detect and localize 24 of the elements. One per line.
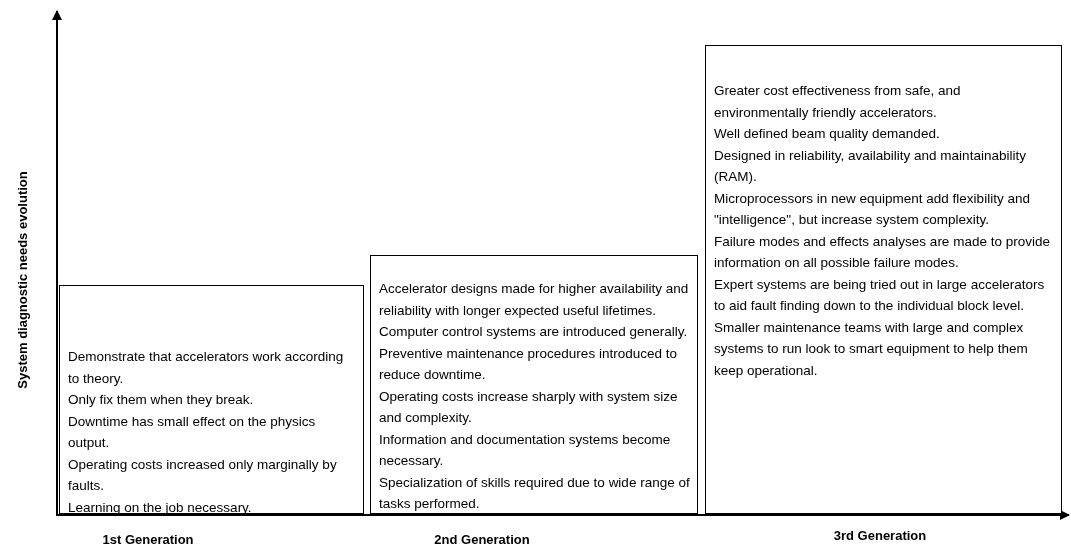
- axis-category-label: 3rd Generation: [833, 528, 927, 543]
- axis-category-label: 2nd Generation: [434, 532, 530, 547]
- box-text: Operating costs increase sharply with system size and complexity.: [379, 387, 679, 427]
- axis-title: System diagnostic needs evolution: [14, 171, 30, 389]
- box-text: Computer control systems are introduced generally.: [379, 323, 689, 341]
- box-text: Specialization of skills required due to wide range of tasks performed.: [379, 473, 691, 513]
- box-text: Preventive maintenance procedures introduced to reduce downtime.: [379, 344, 678, 384]
- axis-category-label: 1st Generation: [102, 532, 194, 547]
- box-text: Smaller maintenance teams with large and complex systems to run look to smart equipment to help them keep operational.: [714, 318, 1029, 380]
- box-text: Downtime has small effect on the physics output.: [68, 412, 317, 452]
- box-text: Demonstrate that accelerators work according to theory.: [68, 348, 345, 388]
- box-text: Microprocessors in new equipment add flexibility and "intelligence", but increase system complexity.: [714, 189, 1031, 229]
- box-text: Operating costs increased only marginally by faults.: [68, 455, 338, 495]
- text-box: [59, 285, 364, 514]
- box-text: Well defined beam quality demanded.: [714, 125, 941, 143]
- text-box: [705, 45, 1062, 514]
- box-text: Designed in reliability, availability and maintainability (RAM).: [714, 146, 1027, 186]
- box-text: Information and documentation systems become necessary.: [379, 430, 672, 470]
- box-text: Only fix them when they break.: [68, 391, 255, 409]
- box-text: Failure modes and effects analyses are made to provide information on all possible failure modes.: [714, 232, 1051, 272]
- box-text: Expert systems are being tried out in large accelerators to aid fault finding down to the individual block level.: [714, 275, 1046, 315]
- text-box: [370, 255, 698, 514]
- box-text: Accelerator designs made for higher availability and reliability with longer expected useful lifetimes.: [379, 280, 690, 320]
- box-text: Greater cost effectiveness from safe, and environmentally friendly accelerators.: [714, 82, 962, 122]
